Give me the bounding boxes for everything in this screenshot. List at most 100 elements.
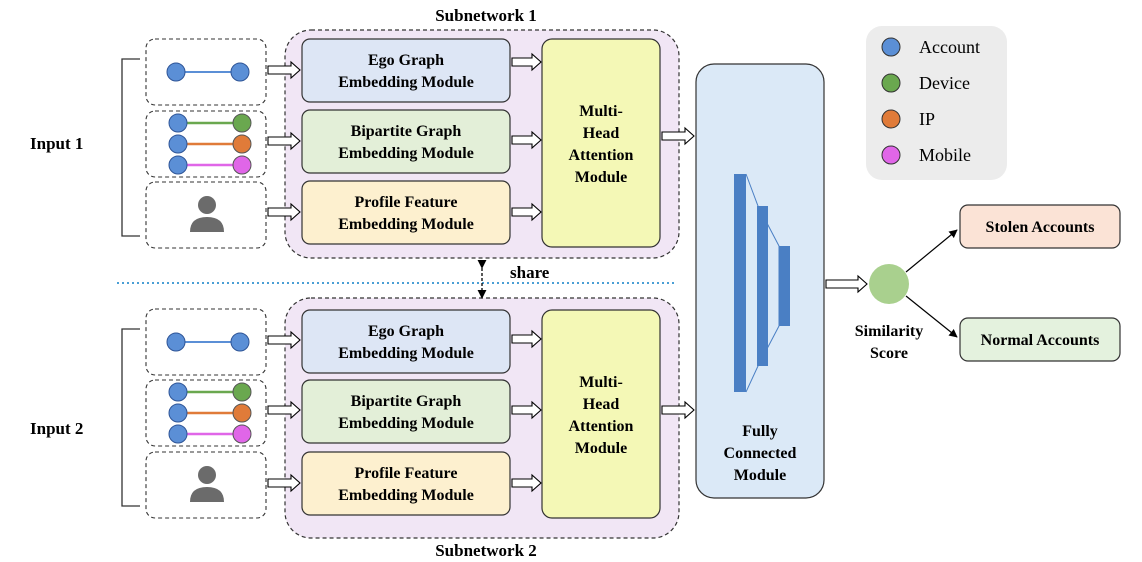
profile-feature-label-line2: Embedding Module (338, 487, 474, 504)
fc-label-line3: Module (734, 467, 786, 484)
account-node (230, 332, 250, 352)
mobile-node (232, 155, 252, 175)
bipartite-graph-module-1: Bipartite Graph Embedding Module (301, 109, 511, 174)
ego-graph-label-line1: Ego Graph (368, 323, 444, 340)
legend-label: Mobile (919, 145, 971, 165)
subnetwork-1-title: Subnetwork 1 (435, 6, 537, 25)
profile-feature-label-line2: Embedding Module (338, 216, 474, 233)
flow-arrow (267, 60, 301, 80)
legend-item: Account (881, 37, 980, 57)
profile-feature-label-line1: Profile Feature (355, 194, 458, 211)
profile-input-box (145, 181, 267, 249)
ego-graph-label-line2: Embedding Module (338, 345, 474, 362)
ego-graph-label-line1: Ego Graph (368, 52, 444, 69)
ego-graph-label-line2: Embedding Module (338, 74, 474, 91)
profile-feature-module-1: Profile Feature Embedding Module (301, 180, 511, 245)
account-node (230, 62, 250, 82)
user-profile-icon (190, 196, 224, 232)
legend-swatch (881, 37, 901, 57)
profile-feature-label-line1: Profile Feature (355, 465, 458, 482)
legend-item: IP (881, 109, 935, 129)
attention-module-2: Multi- Head Attention Module (541, 309, 661, 519)
attention-module-1: Multi- Head Attention Module (541, 38, 661, 248)
attention-label-line1: Multi- (579, 103, 623, 120)
flow-arrow (267, 400, 301, 420)
bipartite-graph-glyph (168, 382, 252, 444)
legend-item: Mobile (881, 145, 971, 165)
flow-arrow (511, 130, 542, 150)
attention-label-line3: Attention (569, 147, 634, 164)
device-node (232, 382, 252, 402)
bipartite-graph-label-line2: Embedding Module (338, 145, 474, 162)
ego-graph-module-1: Ego Graph Embedding Module (301, 38, 511, 103)
input-1-label: Input 1 (30, 134, 83, 153)
legend-swatch (881, 145, 901, 165)
bipartite-graph-label-line2: Embedding Module (338, 415, 474, 432)
bipartite-graph-label-line1: Bipartite Graph (351, 123, 462, 140)
flow-arrow (511, 400, 542, 420)
normal-accounts-box: Normal Accounts (959, 317, 1121, 362)
flow-arrow (511, 329, 542, 349)
account-node (168, 424, 188, 444)
attention-label-line2: Head (583, 396, 620, 413)
mobile-node (232, 424, 252, 444)
flow-arrow (661, 400, 695, 420)
fully-connected-module: Fully Connected Module (695, 63, 825, 499)
bipartite-graph-label-line1: Bipartite Graph (351, 393, 462, 410)
similarity-label-line2: Score (870, 345, 908, 362)
similarity-label-line1: Similarity (855, 323, 923, 340)
ego-graph-glyph (166, 62, 250, 82)
subnetwork-2-title: Subnetwork 2 (435, 541, 537, 560)
stolen-accounts-label: Stolen Accounts (986, 219, 1095, 236)
user-profile-icon (190, 466, 224, 502)
flow-arrow (267, 330, 301, 350)
fc-layer-bar (757, 206, 768, 366)
legend-label: Device (919, 73, 970, 93)
profile-feature-module-2: Profile Feature Embedding Module (301, 451, 511, 516)
flow-arrow (267, 473, 301, 493)
legend-swatch (881, 73, 901, 93)
ego-graph-module-2: Ego Graph Embedding Module (301, 309, 511, 374)
account-node (166, 332, 186, 352)
flow-arrow (825, 274, 868, 294)
device-node (232, 113, 252, 133)
input-2-bracket (121, 328, 140, 507)
account-node (168, 403, 188, 423)
fc-layer-bar (779, 246, 790, 326)
flow-arrow (511, 473, 542, 493)
account-node (166, 62, 186, 82)
profile-input-box (145, 451, 267, 519)
attention-label-line4: Module (575, 169, 627, 186)
flow-arrow (661, 126, 695, 146)
account-node (168, 134, 188, 154)
ip-node (232, 403, 252, 423)
legend-box (866, 26, 1007, 180)
fc-label-line2: Connected (724, 445, 797, 462)
flow-arrow (511, 52, 542, 72)
legend-label: IP (919, 109, 935, 129)
ego-graph-glyph (166, 332, 250, 352)
attention-label-line1: Multi- (579, 374, 623, 391)
account-node (168, 155, 188, 175)
normal-accounts-label: Normal Accounts (981, 332, 1100, 349)
stolen-accounts-box: Stolen Accounts (959, 204, 1121, 249)
bipartite-graph-module-2: Bipartite Graph Embedding Module (301, 379, 511, 444)
attention-label-line4: Module (575, 440, 627, 457)
attention-label-line2: Head (583, 125, 620, 142)
account-node (168, 113, 188, 133)
account-node (168, 382, 188, 402)
flow-arrow (511, 202, 542, 222)
flow-arrow (267, 131, 301, 151)
legend-item: Device (881, 73, 970, 93)
bipartite-graph-glyph (168, 113, 252, 175)
edge-to-stolen (905, 229, 958, 273)
ip-node (232, 134, 252, 154)
edge-to-normal (905, 295, 958, 338)
share-label: share (510, 263, 550, 282)
attention-label-line3: Attention (569, 418, 634, 435)
fc-layer-bar (734, 174, 746, 392)
input-2-label: Input 2 (30, 419, 83, 438)
flow-arrow (267, 202, 301, 222)
input-1-bracket (121, 58, 140, 237)
legend-label: Account (919, 37, 980, 57)
